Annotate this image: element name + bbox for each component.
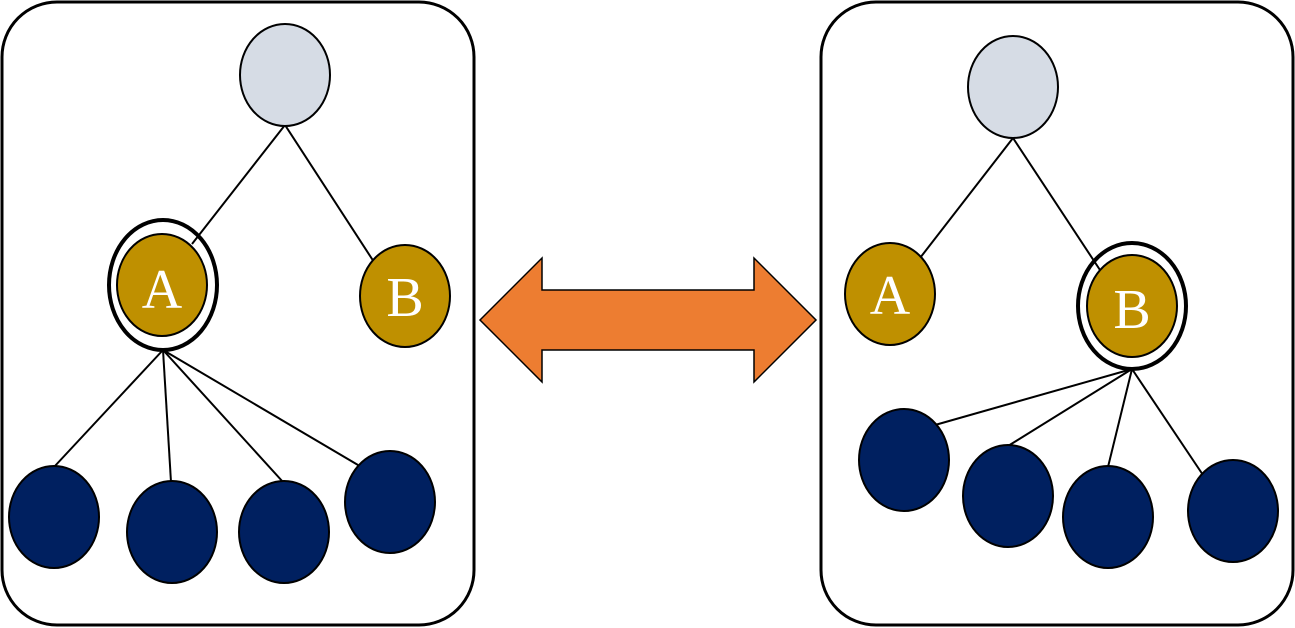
right-edge-b-child2	[1007, 368, 1133, 447]
left-edge-a-child4	[162, 349, 359, 466]
left-child-node	[344, 450, 436, 554]
left-edge-root-a	[191, 124, 286, 245]
left-selection-ring	[107, 218, 219, 352]
left-node-b: B	[359, 244, 451, 348]
right-edges	[919, 137, 1204, 476]
right-edge-root-a	[919, 137, 1014, 259]
right-node-b-circle	[1086, 254, 1178, 358]
left-edge-a-child3	[162, 349, 284, 483]
right-edge-b-child1	[934, 368, 1133, 426]
left-edge-a-child1	[53, 349, 164, 468]
right-node-b: B	[1076, 241, 1188, 371]
right-edge-b-child3	[1107, 368, 1133, 468]
right-node-a-circle	[844, 242, 936, 346]
right-child-node	[1187, 459, 1279, 563]
left-child-node	[8, 465, 100, 569]
left-edge-root-b	[284, 124, 375, 263]
left-children	[8, 450, 436, 584]
left-panel: A B	[0, 0, 476, 627]
left-node-a-label: A	[142, 259, 183, 321]
right-children	[858, 408, 1279, 569]
left-child-node	[238, 480, 330, 584]
right-node-a: A	[844, 242, 936, 346]
left-node-b-label: B	[386, 267, 423, 329]
right-root-node	[967, 35, 1059, 139]
right-panel: A B	[819, 0, 1295, 627]
right-node-a-label: A	[870, 265, 911, 327]
right-selection-ring	[1076, 241, 1188, 371]
right-child-node	[1062, 465, 1154, 569]
left-child-node	[126, 480, 218, 584]
left-edges	[53, 124, 375, 483]
left-node-b-circle	[359, 244, 451, 348]
right-child-node	[962, 444, 1054, 548]
swap-double-arrow	[478, 256, 818, 384]
right-edge-root-b	[1012, 137, 1101, 271]
left-node-a: A	[107, 218, 219, 352]
right-node-b-label: B	[1113, 279, 1150, 341]
left-node-a-circle	[116, 233, 208, 337]
right-edge-b-child4	[1131, 368, 1204, 476]
left-edge-a-child2	[162, 349, 172, 483]
right-child-node	[858, 408, 950, 512]
left-root-node	[239, 23, 331, 127]
